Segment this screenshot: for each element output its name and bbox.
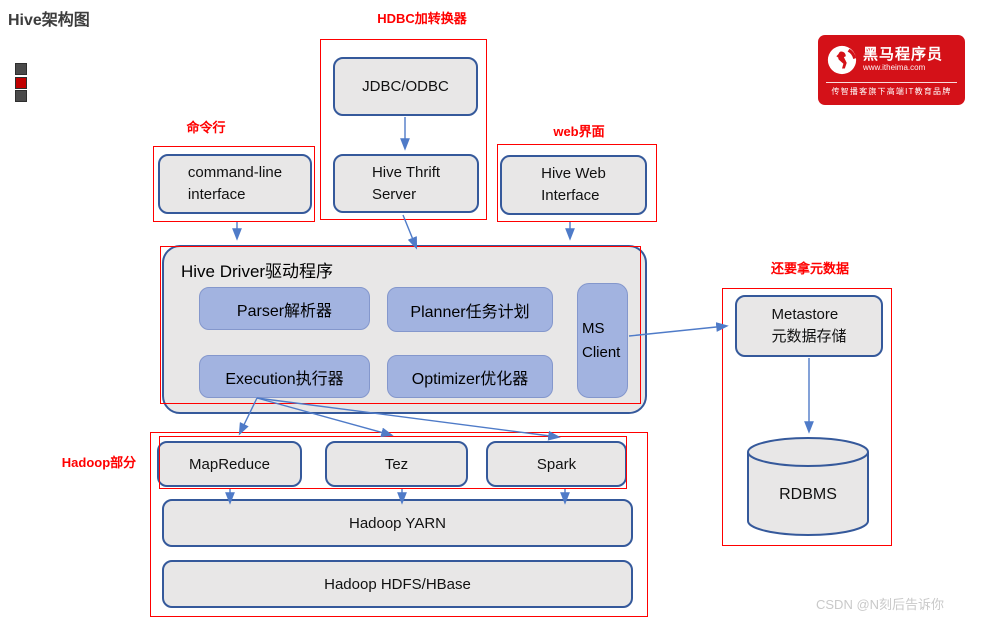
tez-label: Tez bbox=[384, 455, 409, 473]
horse-icon bbox=[827, 45, 857, 75]
node-jdbc-odbc-label: JDBC/ODBC bbox=[362, 78, 449, 95]
metastore-line1: Metastore bbox=[771, 306, 839, 324]
web-line1: Hive Web bbox=[541, 165, 606, 183]
logo-tagline: 传智播客旗下高端IT教育品牌 bbox=[831, 87, 952, 96]
spark-label: Spark bbox=[536, 455, 577, 473]
annotation-web-group: web界面 bbox=[553, 124, 605, 139]
node-spark: Spark bbox=[486, 441, 627, 487]
node-parser: Parser解析器 bbox=[199, 287, 370, 330]
node-command-line-interface: command-line interface bbox=[158, 154, 312, 214]
annotation-hadoop-group: Hadoop部分 bbox=[61, 455, 137, 470]
cli-line2: interface bbox=[187, 186, 246, 203]
node-planner: Planner任务计划 bbox=[387, 287, 553, 332]
logo-divider bbox=[826, 82, 957, 83]
annotation-metastore-group: 还要拿元数据 bbox=[770, 261, 849, 276]
node-hive-thrift-server: Hive Thrift Server bbox=[333, 154, 479, 213]
marker-square-dark-bottom bbox=[15, 90, 27, 102]
driver-title: Hive Driver驱动程序 bbox=[181, 262, 334, 281]
ms-client-line1: MS bbox=[582, 319, 605, 337]
node-hadoop-hdfs-hbase: Hadoop HDFS/HBase bbox=[162, 560, 633, 608]
node-optimizer: Optimizer优化器 bbox=[387, 355, 553, 398]
node-hadoop-yarn: Hadoop YARN bbox=[162, 499, 633, 547]
logo-site: www.itheima.com bbox=[863, 63, 926, 73]
node-mapreduce: MapReduce bbox=[157, 441, 302, 487]
node-hive-web-interface: Hive Web Interface bbox=[500, 155, 647, 215]
node-execution: Execution执行器 bbox=[199, 355, 370, 398]
rdbms-label: RDBMS bbox=[779, 486, 837, 503]
annotation-jdbc-group: HDBC加转换器 bbox=[377, 11, 467, 26]
execution-label: Execution执行器 bbox=[225, 370, 344, 388]
node-jdbc-odbc: JDBC/ODBC bbox=[333, 57, 478, 116]
thrift-line1: Hive Thrift bbox=[371, 163, 441, 181]
node-ms-client: MS Client bbox=[577, 283, 628, 398]
cli-line1: command-line bbox=[187, 164, 283, 182]
csdn-watermark: CSDN @N刻后告诉你 bbox=[816, 597, 945, 612]
thrift-line2: Server bbox=[371, 185, 417, 203]
arrow-thrift-to-driver bbox=[402, 214, 418, 250]
marker-square-dark-top bbox=[15, 63, 27, 75]
mapreduce-label: MapReduce bbox=[189, 455, 270, 473]
web-line2: Interface bbox=[541, 187, 600, 204]
optimizer-label: Optimizer优化器 bbox=[411, 370, 529, 388]
yarn-label: Hadoop YARN bbox=[348, 514, 446, 532]
node-tez: Tez bbox=[325, 441, 468, 487]
marker-square-red bbox=[15, 77, 27, 89]
annotation-cli-group: 命令行 bbox=[186, 120, 226, 135]
metastore-line2: 元数据存储 bbox=[771, 328, 847, 345]
page-title: Hive架构图 bbox=[8, 12, 90, 29]
itheima-logo: 黑马程序员 www.itheima.com 传智播客旗下高端IT教育品牌 bbox=[818, 35, 965, 105]
hdfs-hbase-label: Hadoop HDFS/HBase bbox=[324, 575, 471, 593]
ms-client-line2: Client bbox=[582, 343, 621, 361]
node-metastore: Metastore 元数据存储 bbox=[735, 295, 883, 357]
planner-label: Planner任务计划 bbox=[410, 303, 530, 321]
parser-label: Parser解析器 bbox=[236, 302, 333, 320]
logo-brand: 黑马程序员 bbox=[863, 45, 944, 63]
